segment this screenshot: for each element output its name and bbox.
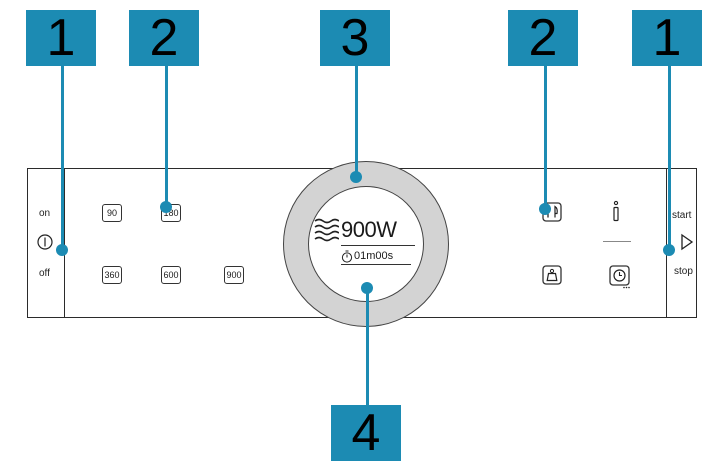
leader-line-3: [355, 66, 358, 176]
leader-line-4: [366, 288, 369, 408]
power-toggle-button[interactable]: [36, 233, 54, 251]
leader-dot-4: [361, 282, 373, 294]
callout-2-left: 2: [129, 10, 199, 66]
callout-1-left: 1: [26, 10, 96, 66]
separator-line: [603, 241, 631, 242]
callout-1-right: 1: [632, 10, 702, 66]
leader-dot-3: [350, 171, 362, 183]
power-button-900[interactable]: 900: [224, 266, 244, 284]
leader-line-1-right: [668, 66, 671, 250]
weight-icon: [542, 265, 562, 285]
time-underline: [341, 264, 411, 265]
panel-divider-right: [666, 168, 667, 318]
start-stop-button[interactable]: [679, 233, 695, 251]
power-underline: [341, 245, 415, 246]
leader-dot-2-right: [539, 203, 551, 215]
leader-line-1-left: [61, 66, 64, 250]
leader-dot-1-left: [56, 244, 68, 256]
callout-4: 4: [331, 405, 401, 461]
clock-icon: [609, 265, 630, 289]
time-readout: 01m00s: [354, 250, 394, 262]
clock-button[interactable]: [609, 265, 631, 289]
stopwatch-icon: [341, 250, 353, 263]
leader-dot-2-left: [160, 201, 172, 213]
off-label: off: [39, 268, 50, 279]
power-button-600[interactable]: 600: [161, 266, 181, 284]
callout-3: 3: [320, 10, 390, 66]
on-label: on: [39, 208, 51, 219]
play-icon: [681, 233, 694, 251]
weight-defrost-button[interactable]: [542, 265, 562, 285]
panel-divider-left: [64, 168, 65, 318]
microwave-waves-icon: [313, 218, 340, 244]
leader-dot-1-right: [663, 244, 675, 256]
leader-line-2-right: [544, 66, 547, 210]
power-button-90[interactable]: 90: [102, 204, 122, 222]
callout-2-right: 2: [508, 10, 578, 66]
info-button[interactable]: [610, 200, 622, 222]
leader-line-2-left: [165, 66, 168, 206]
stop-label: stop: [674, 266, 693, 277]
power-readout: 900W: [341, 217, 397, 242]
start-label: start: [672, 210, 692, 221]
power-icon: [37, 234, 53, 250]
power-button-360[interactable]: 360: [102, 266, 122, 284]
info-icon: [613, 200, 619, 222]
